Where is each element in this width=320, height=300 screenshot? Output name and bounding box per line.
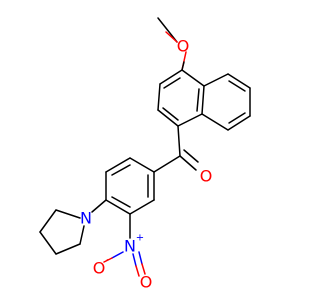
bond-co-2 — [183, 149, 199, 163]
bond-benz-5 — [129, 199, 155, 215]
molecule-structure: O O N N + O - O — [39, 17, 251, 292]
bond-nap-8 — [227, 73, 251, 89]
bond-nap-8d — [228, 80, 246, 92]
bond-nap-1 — [159, 69, 183, 85]
bond-pyr-4 — [55, 243, 81, 255]
bond-pyr-5 — [79, 225, 85, 245]
bond-benz-2d — [111, 164, 131, 176]
atom-nitro-o-minus: O — [93, 259, 106, 278]
atom-carbonyl-o: O — [200, 167, 213, 186]
bond-nitro-o2b — [135, 265, 140, 277]
bond-methyl — [157, 17, 178, 43]
bond-nap-carbonyl — [177, 125, 181, 157]
bond-nitro-o1b — [103, 257, 113, 263]
bond-benz-1 — [129, 157, 155, 173]
bond-methyl-o — [165, 31, 178, 43]
bond-nap-2 — [157, 83, 161, 111]
bond-o-c4-b — [181, 61, 185, 71]
bond-nitro-o2 — [132, 253, 137, 267]
bond-pyr-3 — [39, 231, 57, 255]
bond-nap-7 — [203, 73, 229, 87]
bond-nap-6 — [181, 69, 205, 87]
bond-nap-4 — [177, 113, 203, 127]
bond-carbonyl-benz — [153, 155, 181, 173]
bond-nap-5d — [196, 88, 200, 112]
charge-nitro-o: - — [106, 255, 110, 266]
bond-nap-10 — [227, 115, 251, 131]
bond-benz-4 — [105, 199, 131, 215]
atom-pyrrolidine-n: N — [80, 209, 92, 228]
atom-nitro-n: N — [124, 237, 136, 256]
bond-nap-10d — [228, 112, 246, 124]
charge-nitro-n: + — [136, 233, 144, 244]
bond-nap-11 — [201, 113, 229, 131]
bond-nap-3d — [162, 107, 179, 121]
bond-pyr-1 — [55, 209, 81, 219]
bond-nitro-o2d — [141, 263, 146, 275]
atom-methoxy-o: O — [177, 37, 190, 56]
bond-nap-1d — [163, 77, 181, 89]
molecule-diagram: O O N N + O - O — [39, 17, 251, 292]
bond-nitro-o1 — [111, 251, 124, 259]
bond-co-1 — [179, 155, 197, 171]
bond-benz-2 — [105, 157, 131, 173]
atom-nitro-o-double: O — [140, 273, 153, 292]
bond-nap-3 — [157, 109, 179, 127]
bond-benz-n — [91, 199, 107, 213]
bond-benz-4d — [111, 196, 131, 208]
bond-nitro-o2c — [138, 251, 143, 265]
bond-nap-5 — [201, 85, 205, 115]
bond-pyr-2 — [39, 209, 57, 233]
